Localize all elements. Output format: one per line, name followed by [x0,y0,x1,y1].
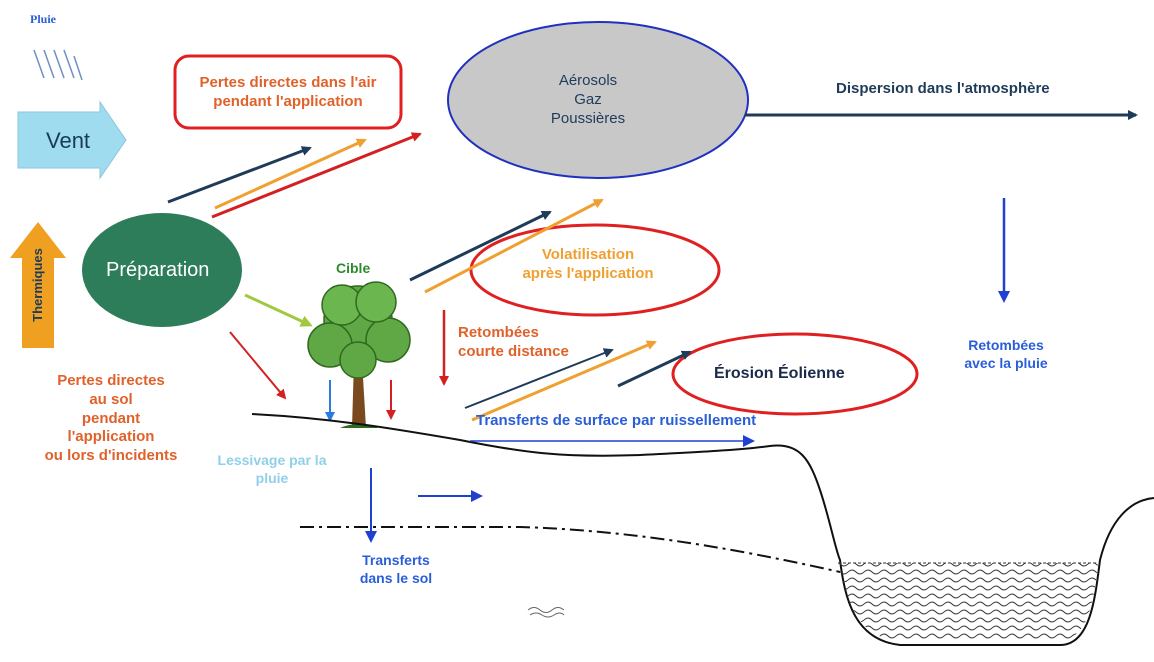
label-preparation: Préparation [106,259,210,281]
water-body [838,563,1098,640]
label-retombees-courte: Retombées courte distance [458,324,569,360]
erosion-ellipse [671,332,919,416]
rain-icon [33,49,83,81]
label-dispersion: Dispersion dans l'atmosphère [836,80,1050,97]
pertes-air-box [173,54,403,130]
arrow-volat-navy [409,210,552,282]
ground-line [251,413,1154,646]
label-volatilisation: Volatilisation après l'application [522,246,654,282]
tree-icon [307,281,411,428]
label-pertes-sol: Pertes directes au sol pendant l'applica… [44,372,178,464]
aerosols-ellipse [447,21,749,179]
arrow-erosion-navy-1 [464,348,614,409]
label-pertes-air: Pertes directes dans l'air pendant l'app… [199,74,377,110]
puddle-icon [527,607,565,618]
label-retombees-pluie: Retombées avec la pluie [964,337,1048,371]
thermiques-arrow [10,222,66,348]
arrow-erosion-orange [471,340,657,422]
label-transferts-sol: Transferts dans le sol [359,552,433,586]
label-transferts-surface: Transferts de surface par ruissellement [476,412,757,429]
arrow-prep-sol [229,331,287,400]
volatilisation-ellipse [469,223,721,317]
arrow-prep-air-red [211,132,422,219]
label-erosion: Érosion Éolienne [714,365,845,382]
label-vent: Vent [46,128,91,153]
arrow-prep-air-orange [214,138,367,210]
label-cible: Cible [336,260,371,276]
vent-arrow [17,100,127,180]
arrow-erosion-navy-2 [617,350,692,388]
preparation-ellipse [82,213,242,327]
arrow-volat-orange [424,198,604,294]
label-lessivage: Lessivage par la pluie [217,452,327,486]
label-pluie: Pluie [30,12,56,26]
label-thermiques: Thermiques [29,248,45,322]
arrow-prep-air-navy [167,146,312,204]
label-aerosols: Aérosols Gaz Poussières [550,72,626,127]
groundwater-line [300,526,841,573]
arrow-prep-cible [244,293,313,327]
